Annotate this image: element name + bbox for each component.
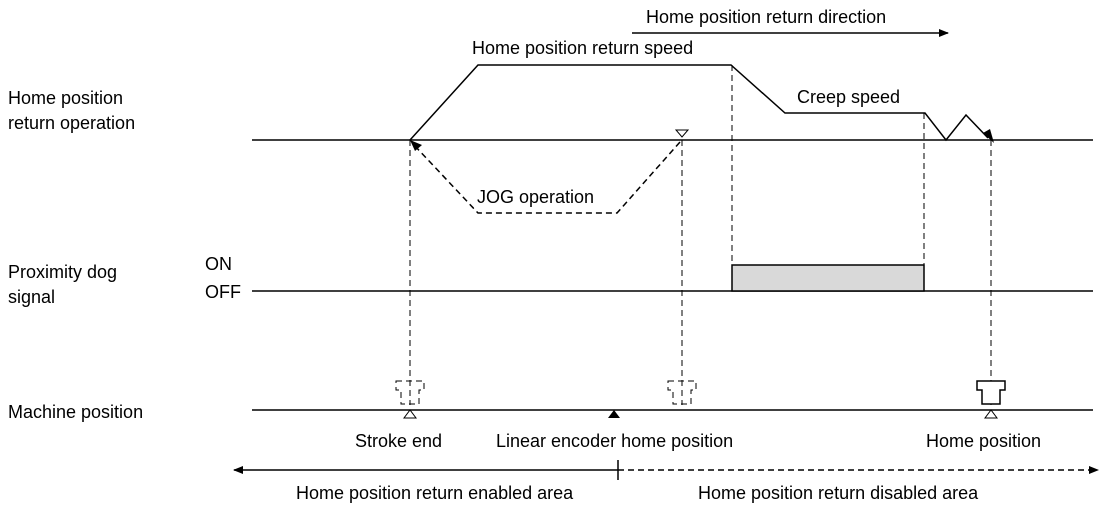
- row-label-prox-2: signal: [8, 287, 55, 307]
- encoder-home-marker: [608, 410, 620, 418]
- jog-start-marker: [674, 129, 690, 138]
- encoder-home-label: Linear encoder home position: [496, 431, 733, 451]
- row-label-machine: Machine position: [8, 402, 143, 422]
- jog-label: JOG operation: [477, 187, 594, 207]
- speed-end-arrowhead: [983, 129, 994, 143]
- dog-symbol-stroke-end: [395, 380, 425, 405]
- direction-label: Home position return direction: [646, 7, 886, 27]
- disabled-area-label: Home position return disabled area: [698, 483, 979, 503]
- row-label-prox-1: Proximity dog: [8, 262, 117, 282]
- row-label-home-return-1: Home position: [8, 88, 123, 108]
- jog-label-bg: [474, 184, 620, 208]
- speed-profile: [409, 64, 989, 142]
- creep-speed-label: Creep speed: [797, 87, 900, 107]
- jog-arrowhead: [410, 140, 422, 151]
- row-label-home-return-2: return operation: [8, 113, 135, 133]
- return-speed-label: Home position return speed: [472, 38, 693, 58]
- home-position-label: Home position: [926, 431, 1041, 451]
- dog-symbol-jog-end: [667, 380, 697, 405]
- home-position-marker: [984, 409, 998, 419]
- stroke-end-marker: [403, 409, 417, 419]
- on-label: ON: [205, 254, 232, 274]
- dog-symbol-home: [976, 380, 1006, 405]
- enabled-area-label: Home position return enabled area: [296, 483, 574, 503]
- off-label: OFF: [205, 282, 241, 302]
- proximity-dog-pulse: [731, 264, 925, 292]
- stroke-end-label: Stroke end: [355, 431, 442, 451]
- jog-path: [413, 141, 681, 214]
